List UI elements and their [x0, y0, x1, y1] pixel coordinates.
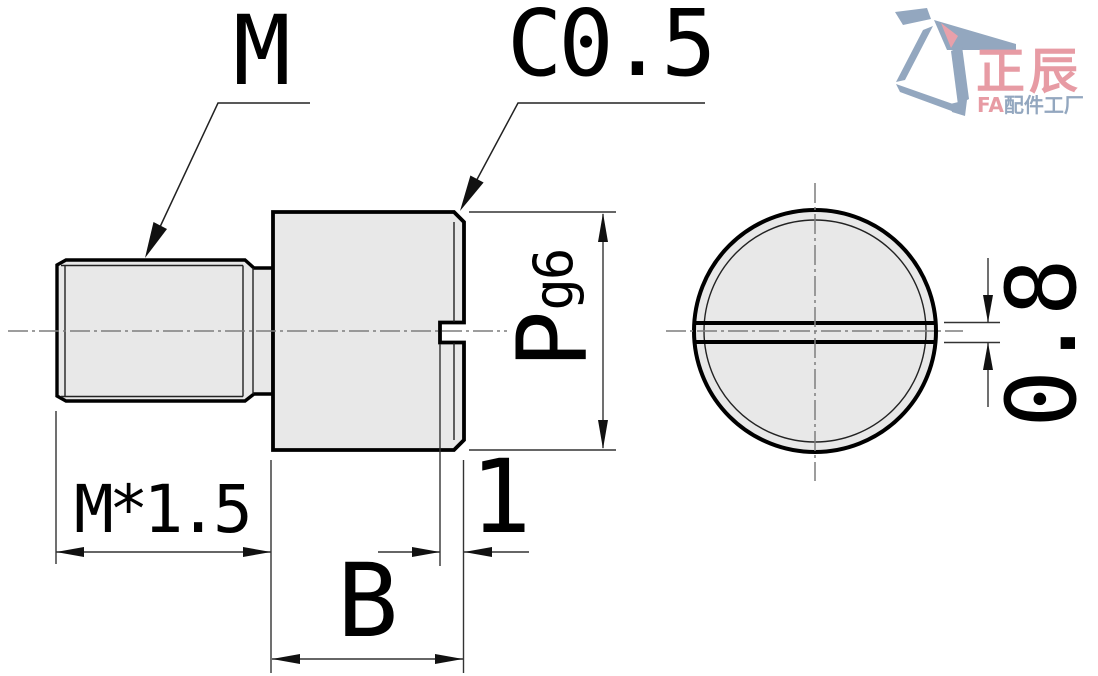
thread-callout-label: M [233, 0, 291, 107]
pg6-arrow-down [598, 420, 608, 449]
body-length-dimension-label: B [337, 542, 399, 661]
brand-subtitle-prefix: FA [977, 93, 1004, 117]
one-arrow-right [464, 547, 492, 557]
m15-arrow-right [243, 547, 271, 557]
brand-name-cn: 正辰 [976, 43, 1083, 100]
slot-width-dimension-label: 0.8 [942, 244, 1098, 444]
brand-subtitle: FA配件工厂 [977, 95, 1084, 115]
logo-shape-midbar [951, 46, 969, 105]
dimension-arrowheads [56, 213, 993, 664]
dimension-linework [55, 211, 1000, 673]
thread-length-dimension-label: M*1.5 [74, 471, 253, 548]
diameter-symbol: P [497, 310, 609, 369]
c05-leader-line [465, 102, 705, 201]
end-view [666, 183, 963, 481]
side-view [8, 210, 507, 452]
logo-shape-topleft [895, 8, 931, 25]
logo-shape-foot [950, 100, 967, 116]
b-arrow-left [272, 654, 300, 664]
leader-arrowheads [145, 175, 484, 258]
slot-width-value: 0.8 [986, 260, 1098, 428]
chamfer-callout-label: C0.5 [507, 0, 717, 97]
pg6-arrow-up [598, 213, 608, 242]
diameter-tolerance: g6 [521, 249, 585, 311]
m15-arrow-left [56, 547, 84, 557]
c05-leader-arrow [460, 175, 484, 211]
b-arrow-right [435, 654, 463, 664]
brand-subtitle-suffix: 配件工厂 [1003, 93, 1084, 117]
m-leader-arrow [145, 222, 167, 258]
logo-shape-pink-accent [941, 23, 958, 48]
logo-shape-topband [934, 20, 1016, 50]
m-leader-line [151, 102, 310, 245]
leader-lines [151, 102, 705, 245]
brand-logo-mark [895, 8, 1016, 116]
logo-shape-diagonal [896, 26, 933, 82]
slot-depth-dimension-label: 1 [470, 438, 532, 557]
slotwidth-arrow-up [983, 342, 993, 370]
slotwidth-arrow-down [983, 295, 993, 323]
one-arrow-left [412, 547, 440, 557]
logo-shape-bottomwedge [896, 84, 957, 113]
